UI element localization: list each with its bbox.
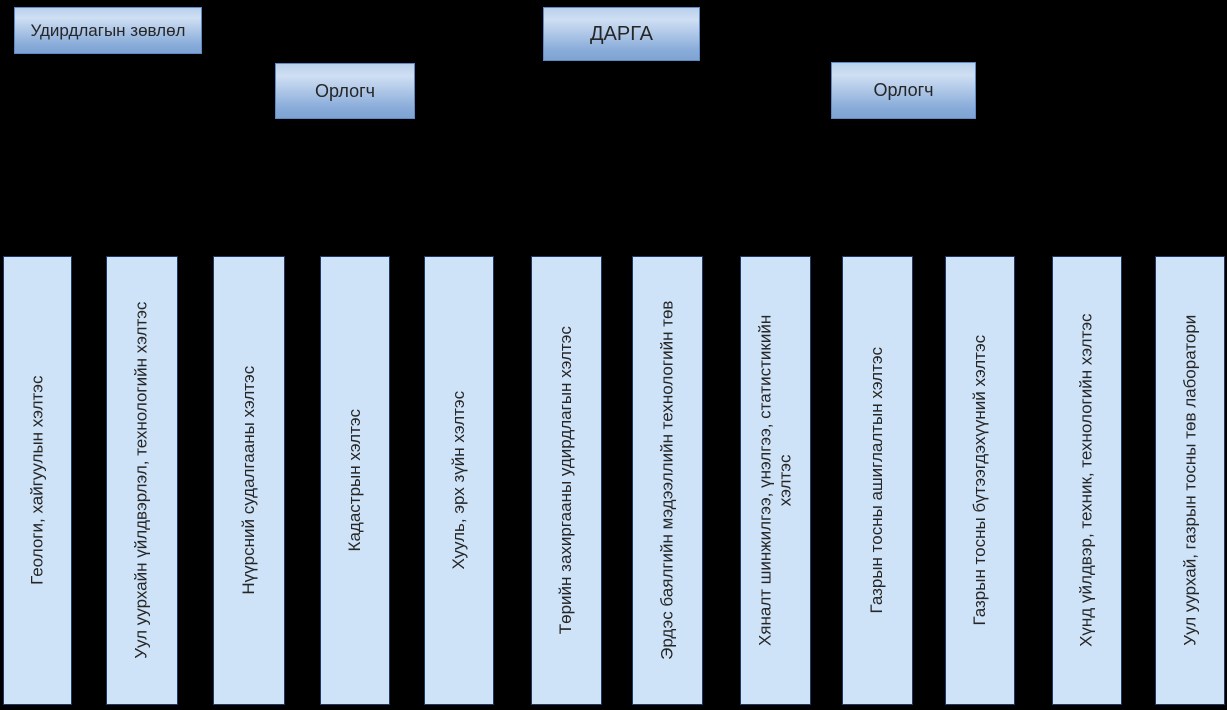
department-label: Геологи, хайгуулын хэлтэс: [27, 375, 47, 586]
deputy-left-label: Орлогч: [314, 80, 376, 101]
department-label: Кадастрын хэлтэс: [344, 409, 364, 552]
department-label: Газрын тосны ашиглалтын хэлтэс: [867, 347, 887, 614]
department-label: Хяналт шинжилгээ, үнэлгээ, статистикийн …: [755, 314, 795, 647]
department-column: Нүүрсний судалгааны хэлтэс: [213, 256, 285, 705]
department-column: Төрийн захиргааны удирдлагын хэлтэс: [531, 256, 602, 705]
department-column: Газрын тосны ашиглалтын хэлтэс: [842, 256, 913, 705]
deputy-box-left: Орлогч: [275, 63, 415, 119]
department-column: Уул уурхайн үйлдвэрлэл, технологийн хэлт…: [106, 256, 178, 705]
department-column: Геологи, хайгуулын хэлтэс: [3, 256, 72, 705]
director-label: ДАРГА: [589, 22, 654, 45]
department-column: Газрын тосны бүтээгдэхүүний хэлтэс: [945, 256, 1015, 705]
department-label: Нүүрсний судалгааны хэлтэс: [238, 366, 258, 595]
department-label: Хүнд үйлдвэр, техник, технологийн хэлтэс: [1076, 313, 1096, 648]
department-label: Газрын тосны бүтээгдэхүүний хэлтэс: [969, 335, 989, 626]
department-column: Хүнд үйлдвэр, техник, технологийн хэлтэс: [1052, 256, 1122, 705]
department-column: Хяналт шинжилгээ, үнэлгээ, статистикийн …: [740, 256, 811, 705]
board-label: Удирдлагын зөвлөл: [30, 20, 186, 40]
department-column: Эрдэс баялгийн мэдээллийн технологийн тө…: [632, 256, 703, 705]
deputy-right-label: Орлогч: [873, 80, 934, 101]
department-label: Уул уурхай, газрын тосны төв лаборатори: [1179, 314, 1199, 646]
director-box: ДАРГА: [543, 7, 700, 61]
deputy-box-right: Орлогч: [831, 62, 976, 119]
department-label: Уул уурхайн үйлдвэрлэл, технологийн хэлт…: [131, 301, 151, 660]
department-column: Уул уурхай, газрын тосны төв лаборатори: [1155, 256, 1225, 705]
department-column: Кадастрын хэлтэс: [320, 256, 390, 705]
board-box: Удирдлагын зөвлөл: [14, 7, 202, 54]
department-column: Хууль, эрх зүйн хэлтэс: [424, 256, 494, 705]
department-label: Хууль, эрх зүйн хэлтэс: [448, 391, 468, 570]
department-label: Эрдэс баялгийн мэдээллийн технологийн тө…: [657, 300, 677, 661]
department-label: Төрийн захиргааны удирдлагын хэлтэс: [556, 326, 576, 635]
